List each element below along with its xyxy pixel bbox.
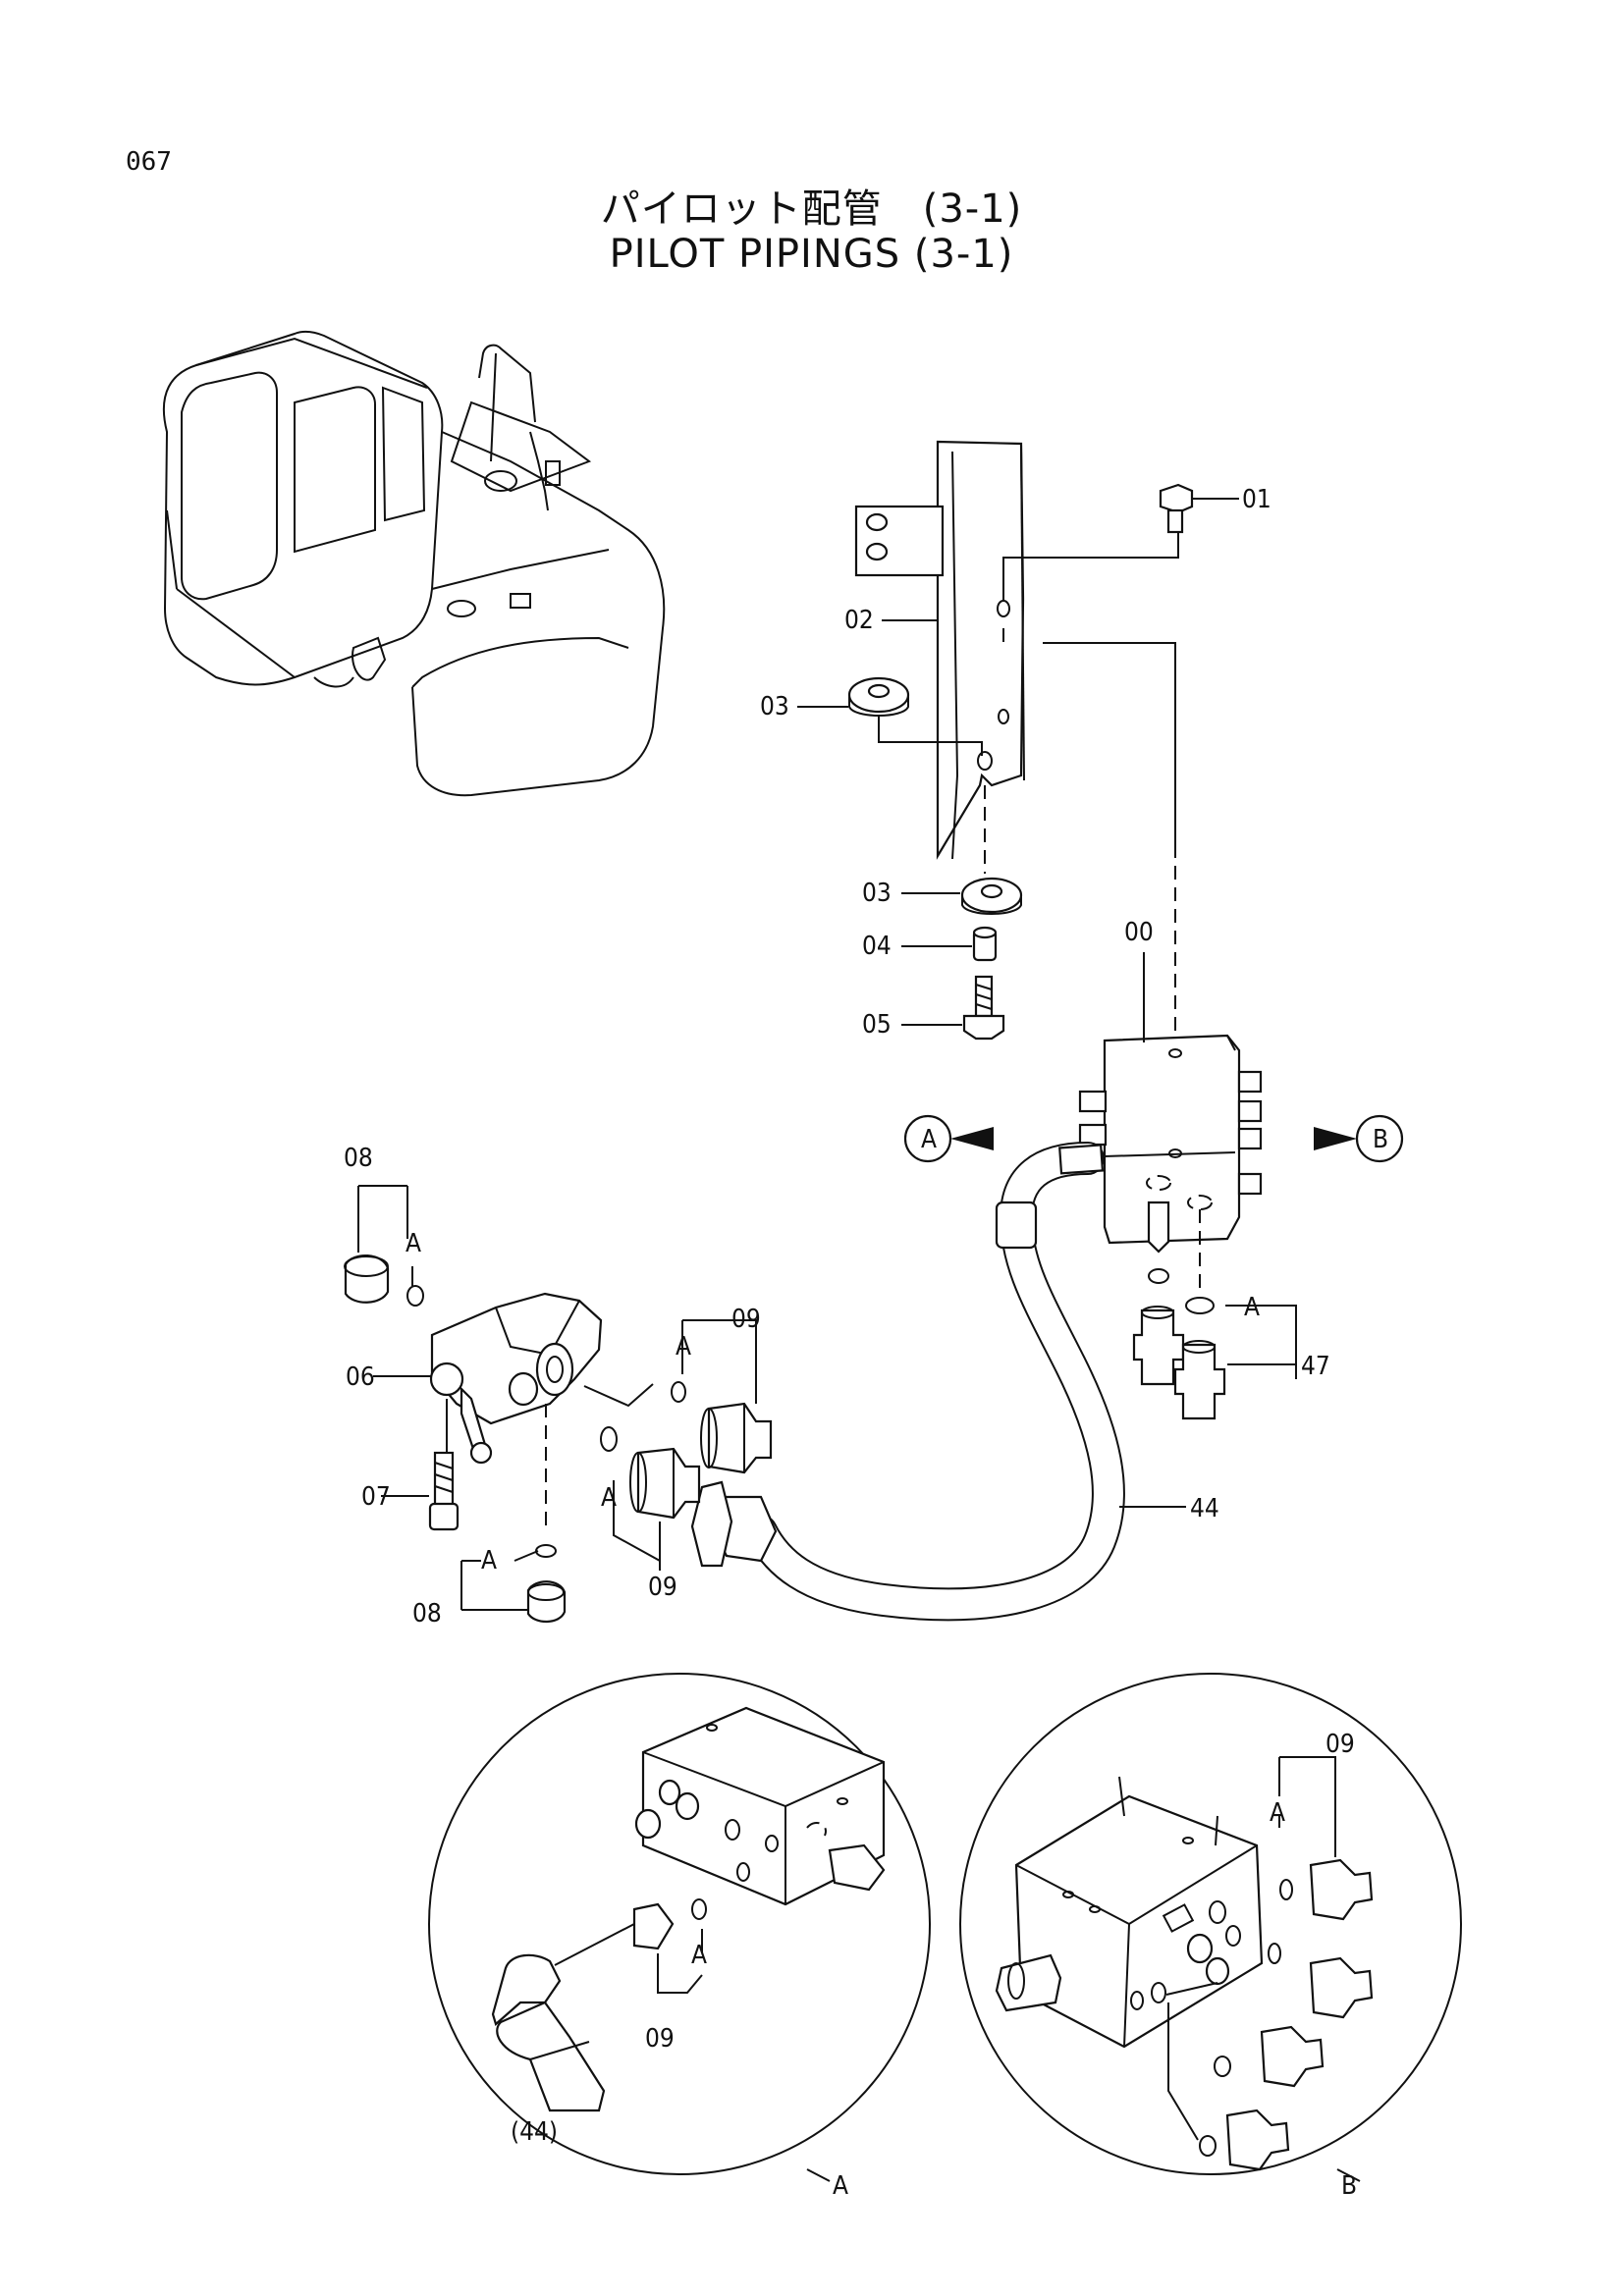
excavator-overview-illustration [162,330,666,797]
bolt-07 [381,1451,460,1531]
callout-06: 06 [346,1362,375,1392]
callout-09-detail-b: 09 [1325,1730,1355,1759]
fittings-09 [600,1319,773,1571]
callout-03-lower: 03 [862,879,892,908]
plug-08-lower [460,1404,567,1624]
ring-label-a-5: A [1244,1293,1260,1322]
bracket-02 [854,440,1025,860]
callout-07: 07 [361,1482,391,1512]
detail-view-a [428,1673,931,2182]
callout-44: 44 [1190,1494,1219,1523]
fittings-47 [1132,1209,1297,1420]
title-english: PILOT PIPINGS (3-1) [609,232,1014,277]
callout-labels: 01 02 03 03 04 05 00 08 A 06 07 A 08 09 … [344,485,1388,2201]
callout-47: 47 [1301,1352,1330,1381]
bolt-05 [901,975,1005,1041]
callout-03-upper: 03 [760,692,789,721]
spacer-04 [901,926,998,962]
callout-44-reference: (44) [511,2117,558,2147]
detail-view-b-label: B [1341,2171,1357,2201]
ring-label-a-3: A [676,1332,691,1362]
callout-05: 05 [862,1010,892,1040]
callout-01: 01 [1242,485,1271,514]
ring-label-a-7: A [1270,1798,1285,1828]
ring-label-a-6: A [691,1941,707,1970]
callout-09-lower: 09 [648,1573,677,1602]
callout-08-lower: 08 [412,1599,442,1629]
valve-06 [373,1292,654,1465]
valve-block-00 [1078,1018,1263,1254]
callout-04: 04 [862,932,892,961]
washer-03-lower [901,785,1023,915]
ring-label-a-2: A [481,1546,497,1575]
view-marker-a [903,1114,994,1163]
callout-08-upper: 08 [344,1144,373,1173]
plug-08-upper [344,1185,424,1307]
view-marker-b [1314,1114,1404,1163]
callout-09-upper: 09 [731,1305,761,1334]
ring-label-a-4: A [601,1483,617,1513]
hose-44 [690,1142,1186,1622]
title-japanese: パイロット配管 (3-1) [600,187,1023,232]
ring-label-a-1: A [406,1229,421,1258]
callout-00: 00 [1124,918,1154,947]
page-number: 067 [126,147,172,177]
callout-09-detail-a: 09 [645,2024,675,2054]
bolt-01 [1002,483,1239,648]
detail-view-b [959,1673,1462,2182]
view-marker-a-label: A [921,1125,937,1154]
washer-03-upper [797,676,983,756]
callout-02: 02 [844,606,874,635]
view-marker-b-label: B [1373,1125,1388,1154]
detail-view-a-label: A [833,2171,848,2201]
